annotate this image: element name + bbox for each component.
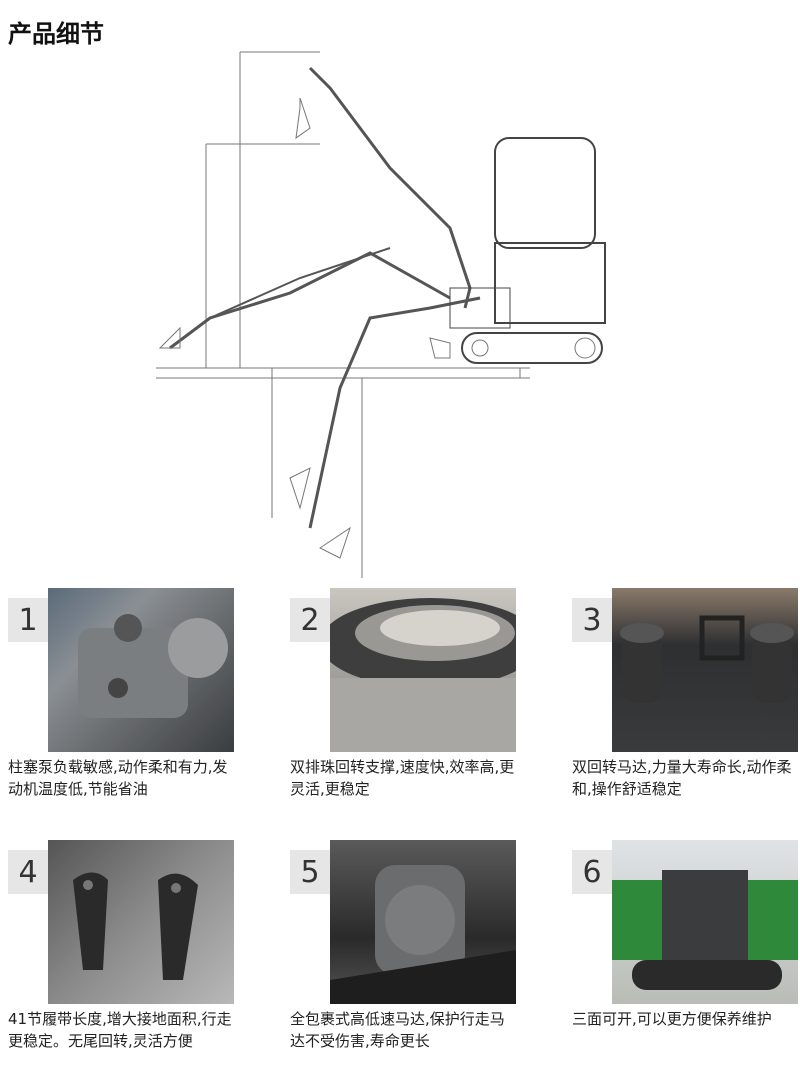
swing-motors-photo [612,588,798,752]
detail-number: 2 [290,598,330,642]
open-panels-photo [612,840,798,1004]
joysticks-photo [48,840,234,1004]
detail-number: 6 [572,850,612,894]
detail-description: 双回转马达,力量大寿命长,动作柔和,操作舒适稳定 [572,758,792,798]
excavator-dimension-drawing [156,51,606,578]
detail-description: 全包裹式高低速马达,保护行走马达不受伤害,寿命更长 [290,1010,505,1050]
page-title: 产品细节 [8,20,104,48]
detail-number: 3 [572,598,612,642]
detail-description: 三面可开,可以更方便保养维护 [572,1010,772,1028]
detail-number: 1 [8,598,48,642]
slewing-bearing-photo [330,588,516,752]
detail-number: 4 [8,850,48,894]
detail-number: 5 [290,850,330,894]
detail-description: 双排珠回转支撑,速度快,效率高,更灵活,更稳定 [290,758,515,798]
detail-description: 41节履带长度,增大接地面积,行走更稳定。无尾回转,灵活方便 [8,1010,232,1050]
hydraulic-pump-photo [48,588,234,752]
travel-motor-photo [330,840,516,1004]
detail-description: 柱塞泵负载敏感,动作柔和有力,发动机温度低,节能省油 [8,758,228,798]
